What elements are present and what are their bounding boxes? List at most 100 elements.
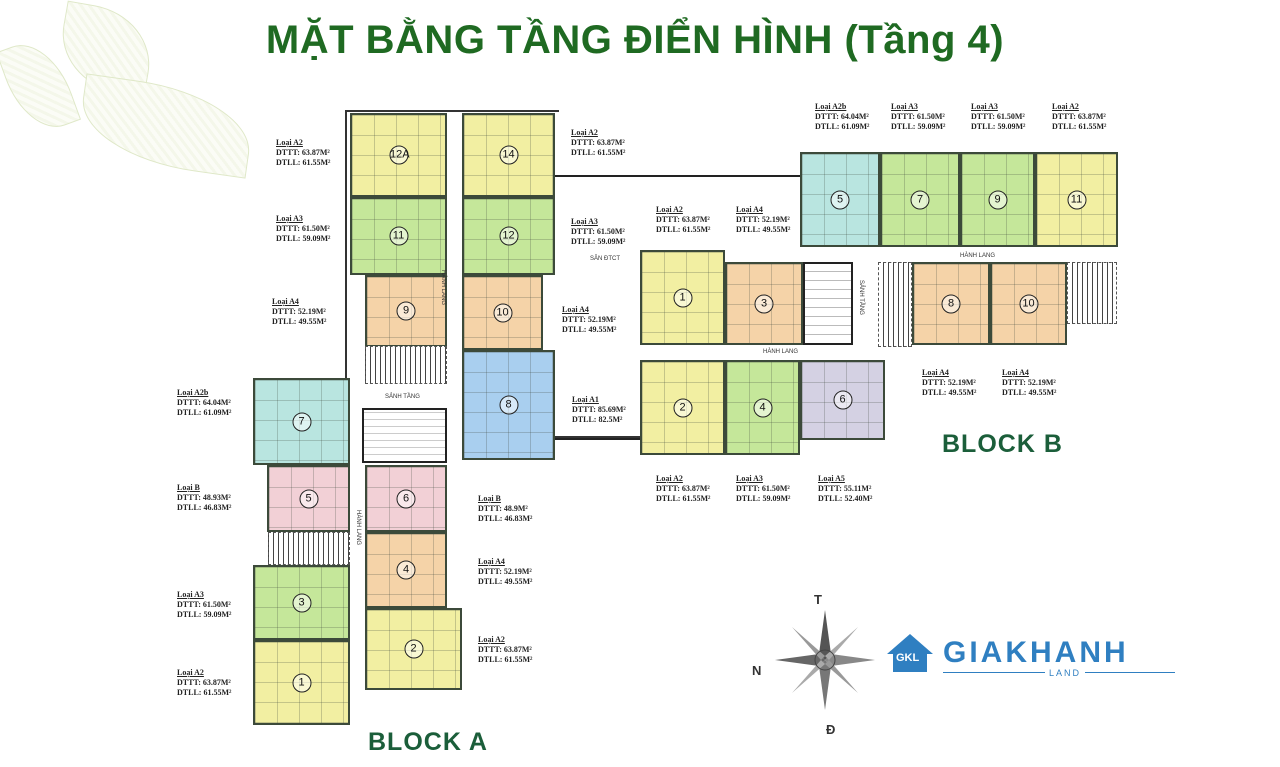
label-dtll: DTLL: 61.09M²	[815, 122, 870, 131]
label-dttt: DTTT: 63.87M²	[478, 645, 532, 654]
label-type: Loại A4	[1002, 368, 1029, 377]
unit-b-2[interactable]: 2	[640, 360, 725, 455]
stair-core	[1067, 262, 1117, 324]
label-dtll: DTLL: 61.55M²	[1052, 122, 1107, 131]
label-dttt: DTTT: 55.11M²	[818, 484, 872, 493]
corridor-label: HÀNH LANG	[763, 349, 799, 355]
unit-a-1[interactable]: 1	[253, 640, 350, 725]
label-dtll: DTLL: 61.09M²	[177, 408, 232, 417]
unit-b-10[interactable]: 10	[990, 262, 1067, 345]
label-dttt: DTTT: 61.50M²	[276, 224, 330, 233]
label-type: Loại A2	[656, 205, 683, 214]
label-type: Loại A2	[656, 474, 683, 483]
label-type: Loại A1	[572, 395, 599, 404]
unit-b-9[interactable]: 9	[960, 152, 1035, 247]
unit-b-5[interactable]: 5	[800, 152, 880, 247]
unit-b-1[interactable]: 1	[640, 250, 725, 345]
compass-south-label: Đ	[826, 722, 836, 737]
label-dtll: DTLL: 59.09M²	[971, 122, 1026, 131]
unit-a-14[interactable]: 14	[462, 113, 555, 197]
unit-number: 10	[1019, 294, 1038, 313]
label-dtll: DTLL: 49.55M²	[272, 317, 327, 326]
label-type: Loại A2b	[815, 102, 847, 111]
unit-a-9[interactable]: 9	[365, 275, 447, 347]
block-a-label: BLOCK A	[368, 728, 488, 756]
corridor-label: HÀNH LANG	[440, 270, 446, 306]
unit-a-2[interactable]: 2	[365, 608, 462, 690]
label-dttt: DTTT: 48.93M²	[177, 493, 231, 502]
label-type: Loại A2b	[177, 388, 209, 397]
unit-b-7[interactable]: 7	[880, 152, 960, 247]
unit-b-8[interactable]: 8	[912, 262, 990, 345]
label-dttt: DTTT: 52.19M²	[562, 315, 616, 324]
label-dtll: DTLL: 61.55M²	[276, 158, 331, 167]
label-dtll: DTLL: 46.83M²	[478, 514, 533, 523]
label-type: Loại A4	[478, 557, 505, 566]
unit-number: 8	[941, 294, 961, 313]
unit-a-12A[interactable]: 12A	[350, 113, 447, 197]
lobby-label: SẢNH TẦNG	[858, 280, 864, 315]
label-dtll: DTLL: 59.09M²	[276, 234, 331, 243]
label-dtll: DTLL: 59.09M²	[736, 494, 791, 503]
unit-number: 12A	[389, 145, 410, 165]
stair-core	[365, 346, 447, 384]
yard-label: SÂN ĐTCT	[590, 256, 620, 262]
label-type: Loại A5	[818, 474, 845, 483]
unit-b-3[interactable]: 3	[725, 262, 803, 345]
label-type: Loại A3	[891, 102, 918, 111]
unit-number: 9	[988, 190, 1007, 209]
unit-number: 11	[1067, 190, 1086, 209]
label-dtll: DTLL: 49.55M²	[736, 225, 791, 234]
label-dttt: DTTT: 61.50M²	[571, 227, 625, 236]
label-dttt: DTTT: 85.69M²	[572, 405, 626, 414]
unit-number: 12	[499, 226, 518, 246]
unit-number: 7	[910, 190, 930, 209]
unit-number: 9	[396, 301, 416, 321]
label-dtll: DTLL: 49.55M²	[1002, 388, 1057, 397]
label-type: Loại A4	[272, 297, 299, 306]
unit-a-7[interactable]: 7	[253, 378, 350, 465]
label-type: Loại A2	[571, 128, 598, 137]
unit-a-5[interactable]: 5	[267, 465, 350, 532]
stair-core	[268, 532, 350, 565]
unit-number: 2	[404, 639, 423, 659]
wall-line	[555, 175, 800, 177]
house-logo-icon: GKL	[885, 632, 935, 674]
label-type: Loại B	[177, 483, 200, 492]
unit-number: 1	[673, 288, 692, 307]
label-type: Loại A2	[276, 138, 303, 147]
unit-a-4[interactable]: 4	[365, 532, 447, 608]
unit-a-11[interactable]: 11	[350, 197, 447, 275]
unit-b-4[interactable]: 4	[725, 360, 800, 455]
label-dtll: DTLL: 49.55M²	[478, 577, 533, 586]
unit-a-10[interactable]: 10	[462, 275, 543, 350]
label-type: Loại A4	[922, 368, 949, 377]
label-type: Loại A3	[971, 102, 998, 111]
label-dtll: DTLL: 61.55M²	[656, 225, 711, 234]
unit-b-6[interactable]: 6	[800, 360, 885, 440]
elevator-core	[803, 262, 853, 345]
label-type: Loại A2	[1052, 102, 1079, 111]
unit-number: 11	[389, 226, 408, 246]
unit-a-3[interactable]: 3	[253, 565, 350, 640]
unit-b-11[interactable]: 11	[1035, 152, 1118, 247]
unit-a-8[interactable]: 8	[462, 350, 555, 460]
label-dttt: DTTT: 64.04M²	[815, 112, 869, 121]
unit-a-12[interactable]: 12	[462, 197, 555, 275]
label-dtll: DTLL: 59.09M²	[571, 237, 626, 246]
unit-a-6[interactable]: 6	[365, 465, 447, 532]
